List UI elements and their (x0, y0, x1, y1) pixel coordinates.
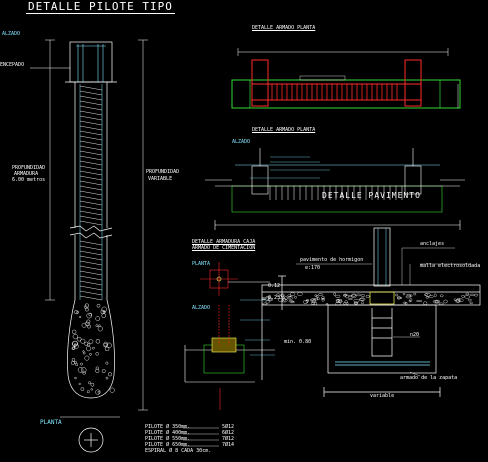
label-dim-023: 0.23 (268, 295, 281, 301)
plan-circle (78, 427, 104, 453)
detail-mid-foundation (205, 148, 465, 230)
detail-small-plan (200, 262, 270, 296)
section-leaders (296, 247, 470, 377)
label-prof-var-1: PROFUNDIDAD (146, 169, 180, 175)
pile-cap (69, 41, 113, 83)
section-footing (327, 304, 437, 374)
cap-rebars (76, 44, 106, 82)
label-detalle-pavimento: DETALLE PAVIMENTO (322, 191, 421, 200)
label-malla: malla electrosoldada (420, 263, 481, 269)
detail-small-elevation (184, 305, 275, 410)
label-prof-arm-2: ARMADURA (14, 171, 39, 177)
label-variable: variable (370, 393, 395, 399)
detail-top-rebar (231, 48, 461, 109)
schedule-bars-3: 7Ø12 (222, 436, 235, 442)
label-arm-cajas-2: ARMADO DE CIMENTACION (192, 245, 256, 251)
schedule-row-5: ESPIRAL Ø 8 CADA 30cm. (145, 448, 212, 454)
label-prof-arm-1: PROFUNDIDAD (12, 165, 46, 171)
schedule-row-3: PILOTE Ø 550mm. (145, 436, 191, 442)
schedule-bars-1: 5Ø12 (222, 424, 235, 430)
label-prof-var-2: VARIABLE (148, 176, 173, 182)
label-prof-arm-3: 6.00 metros (12, 177, 46, 183)
label-min-080: min. 0.80 (284, 339, 312, 345)
pile-elevation (65, 41, 117, 399)
pile-bulb (67, 299, 115, 399)
schedule-row-1: PILOTE Ø 350mm. (145, 424, 191, 430)
label-detalle-mid: DETALLE ARMADO PLANTA (252, 127, 316, 133)
drawing-title: DETALLE PILOTE TIPO (26, 0, 175, 14)
left-dims (30, 39, 148, 411)
label-detalle-top: DETALLE ARMADO PLANTA (252, 25, 316, 31)
mid-leaders (250, 156, 330, 179)
label-alzado: ALZADO (2, 31, 21, 37)
schedule-row-2: PILOTE Ø 400mm. (145, 430, 191, 436)
label-arm-cajas-1: DETALLE ARMADURA CAJA (192, 239, 256, 245)
label-armado-zapata: armado de la zapata (400, 375, 458, 381)
pile-spiral-ticks (79, 85, 103, 301)
label-encepado: ENCEPADO (0, 62, 25, 68)
detail-section (261, 227, 481, 397)
label-n20: n20 (410, 332, 420, 338)
label-e170: e:170 (305, 265, 321, 271)
label-alzado-mid: ALZADO (232, 139, 251, 145)
section-gravel (261, 292, 479, 306)
label-anclajes: anclajes (420, 241, 445, 247)
label-pavimento-hormigon: pavimento de hormigon (300, 257, 364, 263)
label-dim-012: 0.12 (268, 283, 281, 289)
bulb-aggregate (70, 303, 115, 395)
schedule-leaders (183, 427, 219, 447)
label-alzado-small: ALZADO (192, 305, 211, 311)
schedule-row-4: PILOTE Ø 650mm. (145, 442, 191, 448)
label-planta: PLANTA (40, 419, 62, 426)
schedule-bars-4: 7Ø14 (222, 442, 235, 448)
schedule-bars-2: 6Ø12 (222, 430, 235, 436)
label-planta-small: PLANTA (192, 261, 211, 267)
section-column (373, 227, 391, 287)
small-leaders (240, 299, 275, 356)
